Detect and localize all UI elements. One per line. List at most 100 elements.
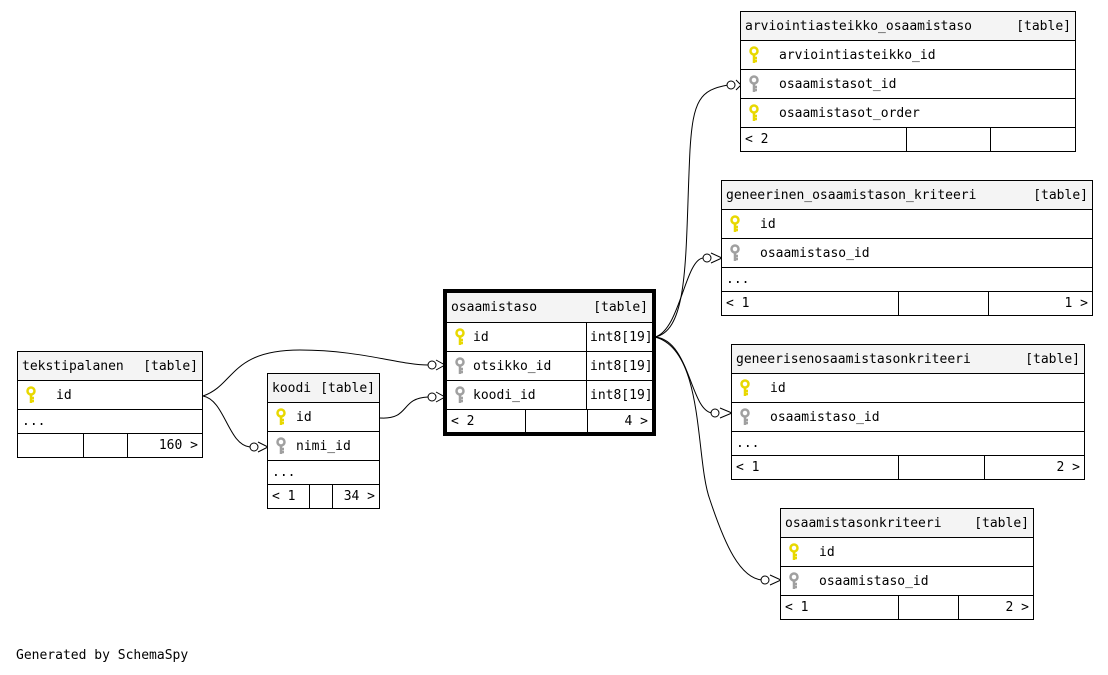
parent-count[interactable]: < 1 xyxy=(726,296,750,311)
column-type: int8[19] xyxy=(586,352,653,380)
column-row[interactable]: osaamistaso_id xyxy=(732,403,1084,432)
child-count[interactable]: 2 > xyxy=(958,596,1033,619)
foreign-key-icon xyxy=(455,386,465,403)
column-row[interactable]: arviointiasteikko_id xyxy=(741,41,1075,70)
table-header: arviointiasteikko_osaamistaso [table] xyxy=(741,12,1075,41)
table-footer: < 2 xyxy=(741,128,1075,151)
table-title: geneerinen_osaamistason_kriteeri xyxy=(726,187,977,203)
row-count xyxy=(309,485,332,508)
table-tekstipalanen[interactable]: tekstipalanen [table] id ... 160 > xyxy=(17,351,203,458)
table-footer: < 1 2 > xyxy=(732,456,1084,479)
column-name: id xyxy=(56,387,72,403)
row-count xyxy=(83,434,127,457)
primary-key-icon xyxy=(276,408,286,425)
column-name: id xyxy=(819,544,835,560)
primary-key-icon xyxy=(730,215,740,232)
more-columns[interactable]: ... xyxy=(732,432,1084,456)
table-footer: < 2 4 > xyxy=(447,410,652,433)
table-footer: 160 > xyxy=(18,434,202,457)
column-row[interactable]: id xyxy=(732,374,1084,403)
table-osaamistasonkriteeri[interactable]: osaamistasonkriteeri [table] id osaamist… xyxy=(780,508,1034,620)
foreign-key-icon xyxy=(740,408,750,425)
table-header: geneerisenosaamistasonkriteeri [table] xyxy=(732,345,1084,374)
column-row[interactable]: id xyxy=(722,210,1092,239)
child-count[interactable]: 160 > xyxy=(127,434,202,457)
child-count[interactable]: 34 > xyxy=(332,485,379,508)
edge-nimi-tekstipalanen xyxy=(202,395,251,448)
table-title: tekstipalanen xyxy=(22,358,124,374)
parent-count[interactable]: < 2 xyxy=(745,132,769,147)
column-name: arviointiasteikko_id xyxy=(779,47,936,63)
column-row[interactable]: id xyxy=(18,381,202,410)
foreign-key-icon xyxy=(455,357,465,374)
parent-count[interactable]: < 2 xyxy=(451,414,475,429)
table-arviointiasteikko-osaamistaso[interactable]: arviointiasteikko_osaamistaso [table] ar… xyxy=(740,11,1076,152)
column-row[interactable]: id int8[19] xyxy=(447,323,653,352)
column-name: otsikko_id xyxy=(473,358,552,374)
table-title: koodi xyxy=(272,380,312,396)
table-type-tag: [table] xyxy=(974,515,1029,531)
column-row[interactable]: osaamistaso_id xyxy=(722,239,1092,268)
column-row[interactable]: id xyxy=(781,538,1033,567)
more-columns[interactable]: ... xyxy=(268,461,379,485)
edge-arvio-osaamistaso xyxy=(654,84,729,338)
more-columns[interactable]: ... xyxy=(18,410,202,434)
table-koodi[interactable]: koodi [table] id nimi_id ... < 1 34 > xyxy=(267,373,380,509)
table-header: koodi [table] xyxy=(268,374,379,403)
column-name: osaamistasot_id xyxy=(779,76,897,92)
table-header: osaamistasonkriteeri [table] xyxy=(781,509,1033,538)
column-row[interactable]: id xyxy=(268,403,379,432)
table-header: geneerinen_osaamistason_kriteeri [table] xyxy=(722,181,1092,210)
column-row[interactable]: osaamistaso_id xyxy=(781,567,1033,596)
column-row[interactable]: osaamistasot_order xyxy=(741,99,1075,128)
child-count[interactable] xyxy=(990,128,1075,151)
edge-geneerise-osaamistaso xyxy=(654,336,713,414)
column-name: nimi_id xyxy=(296,438,351,454)
table-type-tag: [table] xyxy=(143,358,198,374)
child-count[interactable]: 4 > xyxy=(587,410,652,433)
parent-count[interactable]: < 1 xyxy=(272,489,296,504)
column-row[interactable]: osaamistasot_id xyxy=(741,70,1075,99)
edge-otsikko-tekstipalanen xyxy=(202,349,429,397)
generated-by-label: Generated by SchemaSpy xyxy=(16,648,189,663)
column-type: int8[19] xyxy=(586,381,653,409)
table-geneerinen-osaamistason-kriteeri[interactable]: geneerinen_osaamistason_kriteeri [table]… xyxy=(721,180,1093,316)
table-title: arviointiasteikko_osaamistaso xyxy=(745,18,972,34)
table-type-tag: [table] xyxy=(1033,187,1088,203)
primary-key-icon xyxy=(740,379,750,396)
table-osaamistaso[interactable]: osaamistaso [table] id int8[19] otsikko_… xyxy=(443,289,656,436)
more-columns[interactable]: ... xyxy=(722,268,1092,292)
child-count[interactable]: 1 > xyxy=(988,292,1092,315)
column-row[interactable]: otsikko_id int8[19] xyxy=(447,352,653,381)
column-row[interactable]: nimi_id xyxy=(268,432,379,461)
table-title: osaamistasonkriteeri xyxy=(785,515,942,531)
row-count xyxy=(525,410,587,433)
parent-count[interactable]: < 1 xyxy=(785,600,809,615)
table-footer: < 1 2 > xyxy=(781,596,1033,619)
foreign-key-icon xyxy=(730,244,740,261)
parent-count[interactable] xyxy=(18,434,83,457)
parent-count[interactable]: < 1 xyxy=(736,460,760,475)
table-footer: < 1 1 > xyxy=(722,292,1092,315)
column-name: koodi_id xyxy=(473,387,536,403)
column-name: osaamistaso_id xyxy=(760,245,870,261)
edge-koodi-osaamistaso xyxy=(379,396,429,419)
column-name: osaamistaso_id xyxy=(770,409,880,425)
primary-key-icon xyxy=(455,328,465,345)
column-name: osaamistaso_id xyxy=(819,573,929,589)
table-type-tag: [table] xyxy=(1016,18,1071,34)
column-name: id xyxy=(760,216,776,232)
primary-key-icon xyxy=(749,46,759,63)
table-title: geneerisenosaamistasonkriteeri xyxy=(736,351,971,367)
table-geneerisenosaamistasonkriteeri[interactable]: geneerisenosaamistasonkriteeri [table] i… xyxy=(731,344,1085,480)
row-count xyxy=(898,596,958,619)
child-count[interactable]: 2 > xyxy=(984,456,1084,479)
foreign-key-icon xyxy=(749,75,759,92)
table-header: osaamistaso [table] xyxy=(447,293,652,323)
row-count xyxy=(898,292,988,315)
edge-geneerinen-osaamistaso xyxy=(654,257,704,338)
foreign-key-icon xyxy=(789,572,799,589)
table-title: osaamistaso xyxy=(451,300,538,315)
column-row[interactable]: koodi_id int8[19] xyxy=(447,381,653,410)
column-name: osaamistasot_order xyxy=(779,105,920,121)
